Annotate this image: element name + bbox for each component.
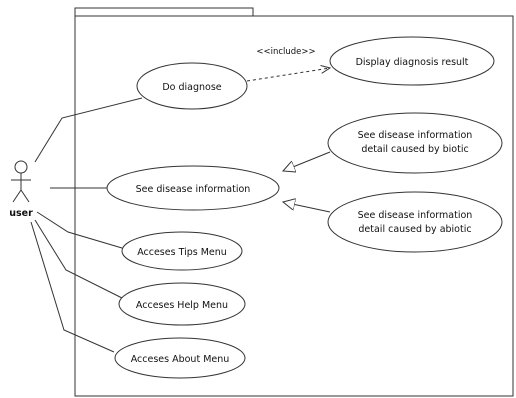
- use-case-ellipse: [106, 165, 280, 211]
- use-case-ellipse: [114, 337, 246, 379]
- use-case-about-menu: Acceses About Menu: [114, 337, 246, 379]
- actor-label: user: [9, 208, 33, 219]
- association-help-menu: [34, 219, 123, 299]
- use-case-label: Acceses About Menu: [131, 354, 230, 365]
- use-case-tips-menu: Acceses Tips Menu: [121, 231, 243, 271]
- use-case-label-line-1: See disease information: [358, 210, 473, 221]
- include-relation: <<include>>: [246, 47, 330, 82]
- use-case-label: See disease information: [136, 184, 251, 195]
- generalization-abiotic: [283, 202, 331, 213]
- generalization-biotic: [283, 151, 331, 171]
- system-boundary: [74, 7, 514, 397]
- use-case-display-result: Display diagnosis result: [329, 36, 495, 86]
- use-case-label: Do diagnose: [162, 82, 221, 93]
- use-case-abiotic-detail: See disease information detail caused by…: [327, 191, 503, 253]
- use-case-help-menu: Acceses Help Menu: [118, 282, 246, 326]
- use-case-label: Acceses Help Menu: [136, 300, 228, 311]
- use-case-biotic-detail: See disease information detail caused by…: [327, 112, 503, 174]
- system-boundary-frame: [74, 15, 514, 397]
- generalizations: [283, 151, 331, 213]
- association-about-menu: [30, 221, 115, 353]
- use-case-label-line-2: detail caused by abiotic: [358, 224, 471, 235]
- actor-right-leg: [20, 189, 30, 203]
- use-case-see-disease-info: See disease information: [106, 165, 280, 211]
- use-case-label-line-2: detail caused by biotic: [361, 144, 468, 155]
- actor-user: user: [9, 160, 33, 219]
- use-case-ellipse: [329, 36, 495, 86]
- actor-left-leg: [12, 189, 22, 203]
- use-case-ellipse: [136, 62, 248, 110]
- include-arrow: [246, 68, 330, 82]
- use-case-ellipse: [327, 191, 503, 253]
- use-case-label-line-1: See disease information: [358, 130, 473, 141]
- use-case-ellipse: [118, 282, 246, 326]
- actor-head: [14, 160, 28, 174]
- use-case-ellipse: [327, 112, 503, 174]
- use-case-do-diagnose: Do diagnose: [136, 62, 248, 110]
- use-case-label: Acceses Tips Menu: [137, 247, 227, 258]
- association-tips-menu: [36, 211, 123, 249]
- association-do-diagnose: [34, 97, 143, 163]
- use-case-ellipse: [121, 231, 243, 271]
- system-boundary-tab: [74, 7, 254, 16]
- use-case-label: Display diagnosis result: [356, 57, 469, 68]
- include-stereotype: <<include>>: [256, 47, 315, 57]
